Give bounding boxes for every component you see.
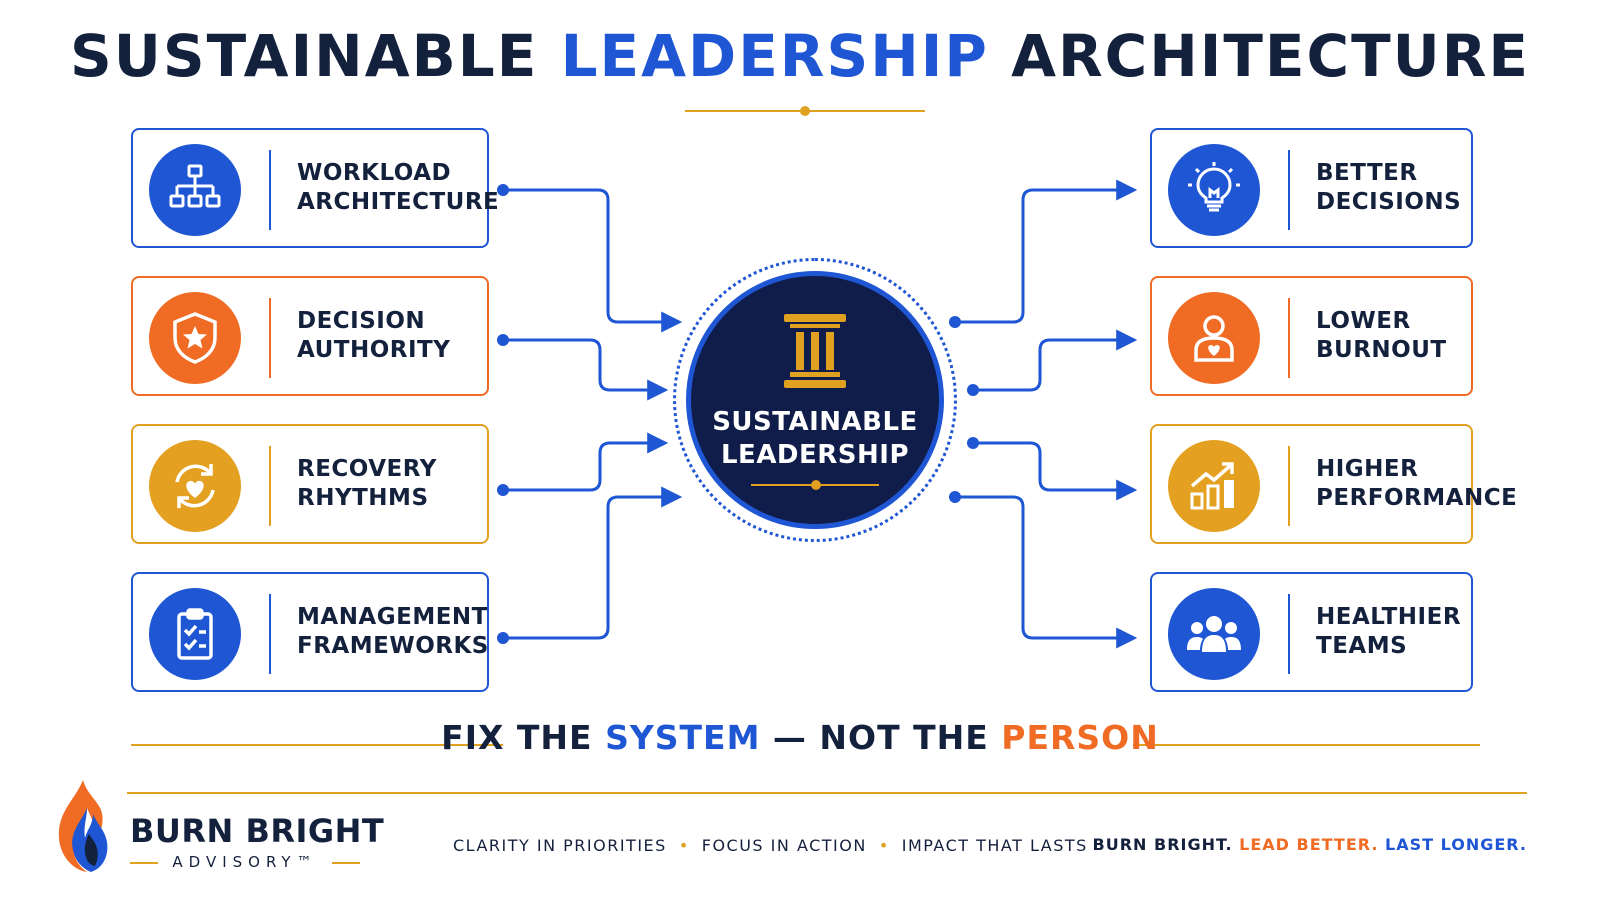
heart-cycle-icon xyxy=(149,440,241,532)
pillar-icon xyxy=(780,312,850,394)
connector-in-4 xyxy=(503,486,683,640)
title-part-1: SUSTAINABLE xyxy=(69,22,539,90)
card-label-line-1: MANAGEMENT xyxy=(297,604,488,630)
lightbulb-icon xyxy=(1168,144,1260,236)
card-label-line-1: DECISION xyxy=(297,308,426,334)
center-label: SUSTAINABLE LEADERSHIP xyxy=(691,406,939,472)
title-part-3: ARCHITECTURE xyxy=(1011,22,1531,90)
input-card-decision-authority: DECISION AUTHORITY xyxy=(131,276,489,396)
center-dotted-ring xyxy=(673,258,957,542)
card-divider xyxy=(269,150,271,230)
footer-divider xyxy=(127,792,1527,794)
brand-sub-rule-right xyxy=(332,862,360,864)
bullet-dot: • xyxy=(878,836,890,855)
clipboard-check-icon xyxy=(149,588,241,680)
card-divider xyxy=(269,594,271,674)
pillar-item: FOCUS IN ACTION xyxy=(701,836,867,855)
tagline-rule-left xyxy=(131,744,503,746)
growth-chart-icon xyxy=(1168,440,1260,532)
connector-in-2 xyxy=(503,338,669,401)
card-label: RECOVERY RHYTHMS xyxy=(297,426,437,542)
connector-out-2 xyxy=(973,329,1138,392)
card-label-line-2: RHYTHMS xyxy=(297,485,429,511)
slogan: BURN BRIGHT. LEAD BETTER. LAST LONGER. xyxy=(1093,835,1527,854)
tagline-part-3: — NOT THE xyxy=(772,718,989,757)
card-label: DECISION AUTHORITY xyxy=(297,278,450,394)
center-divider-dot xyxy=(811,480,821,490)
person-heart-icon xyxy=(1168,292,1260,384)
slogan-part-1: BURN BRIGHT. xyxy=(1092,835,1233,854)
card-label-line-1: RECOVERY xyxy=(297,456,437,482)
brand-sub-rule-left xyxy=(130,862,158,864)
card-divider xyxy=(1288,298,1290,378)
card-label-line-1: BETTER xyxy=(1316,160,1418,186)
card-label: WORKLOAD ARCHITECTURE xyxy=(297,130,499,246)
card-label: HEALTHIER TEAMS xyxy=(1316,574,1461,690)
input-card-recovery-rhythms: RECOVERY RHYTHMS xyxy=(131,424,489,544)
card-divider xyxy=(1288,446,1290,526)
connector-in-1 xyxy=(503,188,683,333)
input-card-management-frameworks: MANAGEMENT FRAMEWORKS xyxy=(131,572,489,692)
tagline: FIX THE SYSTEM — NOT THE PERSON xyxy=(0,718,1600,757)
pillar-item: CLARITY IN PRIORITIES xyxy=(453,836,667,855)
page-title: SUSTAINABLE LEADERSHIP ARCHITECTURE xyxy=(0,22,1600,90)
card-label: HIGHER PERFORMANCE xyxy=(1316,426,1517,542)
center-node-sustainable-leadership: SUSTAINABLE LEADERSHIP xyxy=(686,271,944,529)
tagline-part-2: SYSTEM xyxy=(605,718,761,757)
card-label-line-1: WORKLOAD xyxy=(297,160,452,186)
bullet-dot: • xyxy=(678,836,690,855)
title-part-2: LEADERSHIP xyxy=(560,22,989,90)
team-icon xyxy=(1168,588,1260,680)
card-label: BETTER DECISIONS xyxy=(1316,130,1461,246)
input-card-workload-architecture: WORKLOAD ARCHITECTURE xyxy=(131,128,499,248)
card-label: MANAGEMENT FRAMEWORKS xyxy=(297,574,489,690)
card-label-line-2: DECISIONS xyxy=(1316,189,1462,215)
shield-star-icon xyxy=(149,292,241,384)
slogan-part-3: LAST LONGER. xyxy=(1385,835,1527,854)
pillars-list: CLARITY IN PRIORITIES • FOCUS IN ACTION • IM… xyxy=(453,836,1088,855)
center-label-line-2: LEADERSHIP xyxy=(720,440,910,470)
slogan-part-2: LEAD BETTER. xyxy=(1239,835,1379,854)
org-chart-icon xyxy=(149,144,241,236)
card-label-line-1: HIGHER xyxy=(1316,456,1419,482)
pillar-item: IMPACT THAT LASTS xyxy=(901,836,1088,855)
connector-out-3 xyxy=(973,441,1138,501)
output-card-healthier-teams: HEALTHIER TEAMS xyxy=(1150,572,1473,692)
card-label-line-2: BURNOUT xyxy=(1316,337,1447,363)
output-card-better-decisions: BETTER DECISIONS xyxy=(1150,128,1473,248)
tagline-rule-right xyxy=(1133,744,1480,746)
card-divider xyxy=(1288,150,1290,230)
card-label-line-1: HEALTHIER xyxy=(1316,604,1462,630)
brand-subtitle: ADVISORY™ xyxy=(172,853,318,871)
title-divider-dot xyxy=(800,106,810,116)
connector-in-3 xyxy=(503,432,669,492)
tagline-part-4: PERSON xyxy=(1001,718,1159,757)
card-label-line-2: TEAMS xyxy=(1316,633,1408,659)
card-label: LOWER BURNOUT xyxy=(1316,278,1447,394)
card-label-line-2: PERFORMANCE xyxy=(1316,485,1518,511)
output-card-lower-burnout: LOWER BURNOUT xyxy=(1150,276,1473,396)
connector-out-1 xyxy=(955,179,1138,324)
tagline-part-1: FIX THE xyxy=(441,718,593,757)
card-divider xyxy=(269,446,271,526)
center-label-line-1: SUSTAINABLE xyxy=(712,407,918,437)
card-divider xyxy=(1288,594,1290,674)
card-label-line-1: LOWER xyxy=(1316,308,1411,334)
brand-name: BURN BRIGHT xyxy=(130,812,385,850)
output-card-higher-performance: HIGHER PERFORMANCE xyxy=(1150,424,1517,544)
card-label-line-2: AUTHORITY xyxy=(297,337,451,363)
card-label-line-2: FRAMEWORKS xyxy=(297,633,489,659)
connector-out-4 xyxy=(955,495,1138,649)
card-divider xyxy=(269,298,271,378)
flame-icon xyxy=(53,778,111,878)
card-label-line-2: ARCHITECTURE xyxy=(297,189,500,215)
